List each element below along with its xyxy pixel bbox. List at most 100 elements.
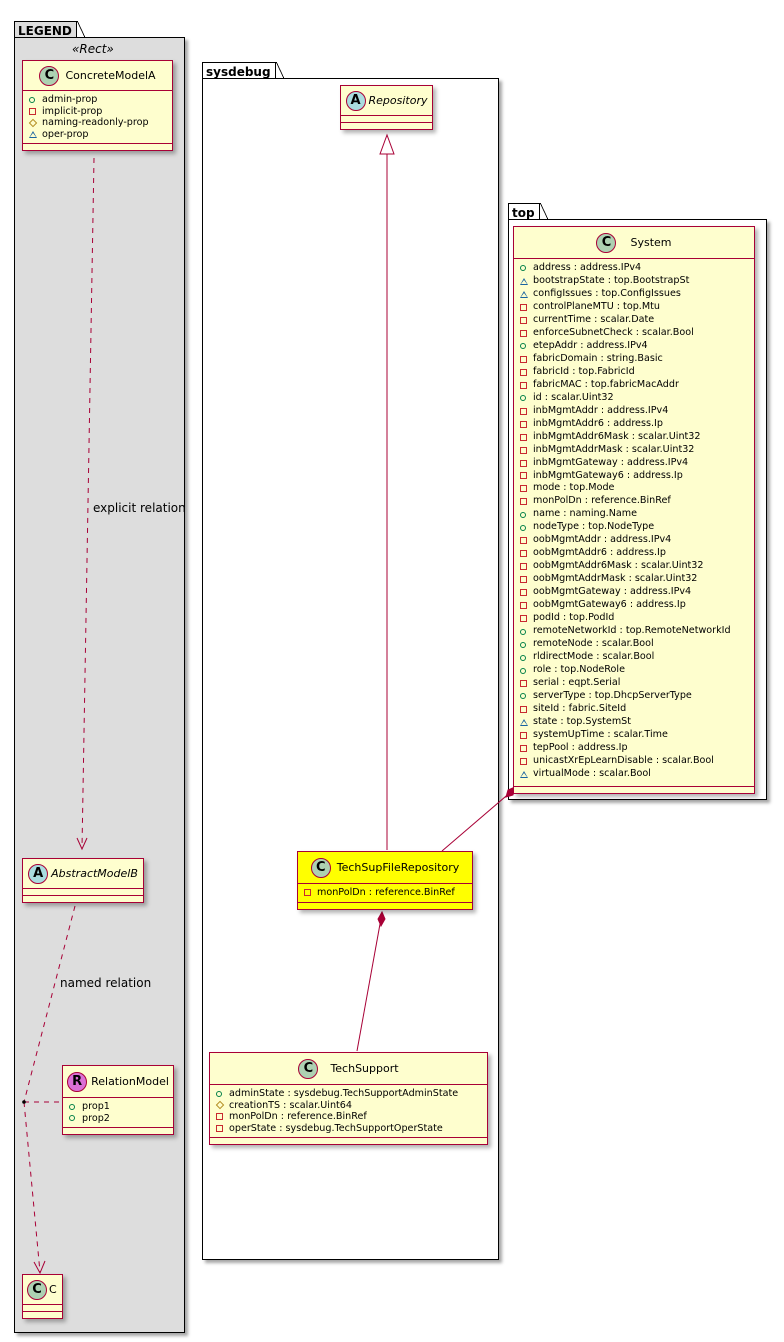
class-c[interactable]: C C bbox=[22, 1274, 63, 1319]
private-visibility-icon bbox=[216, 1125, 226, 1133]
private-visibility-icon bbox=[520, 537, 530, 545]
method-list bbox=[341, 123, 432, 129]
attribute: remoteNode : scalar.Bool bbox=[520, 638, 748, 651]
attribute: oobMgmtAddr6 : address.Ip bbox=[520, 547, 748, 560]
attribute: oobMgmtGateway6 : address.Ip bbox=[520, 599, 748, 612]
attribute: remoteNetworkId : top.RemoteNetworkId bbox=[520, 625, 748, 638]
private-visibility-icon bbox=[520, 355, 530, 363]
private-visibility-icon bbox=[520, 446, 530, 454]
private-visibility-icon bbox=[520, 498, 530, 506]
class-name: ConcreteModelA bbox=[65, 69, 156, 82]
package-visibility-icon bbox=[520, 770, 530, 778]
private-visibility-icon bbox=[520, 705, 530, 713]
class-name: TechSupFileRepository bbox=[336, 861, 460, 874]
class-name: C bbox=[49, 1283, 57, 1296]
attribute: oper-prop bbox=[29, 129, 166, 141]
public-visibility-icon bbox=[520, 524, 530, 531]
private-visibility-icon bbox=[520, 407, 530, 415]
private-visibility-icon bbox=[520, 485, 530, 493]
attribute: adminState : sysdebug.TechSupportAdminSt… bbox=[216, 1088, 481, 1100]
attribute: etepAddr : address.IPv4 bbox=[520, 340, 748, 353]
attribute: enforceSubnetCheck : scalar.Bool bbox=[520, 327, 748, 340]
private-visibility-icon bbox=[520, 757, 530, 765]
attribute: serverType : top.DhcpServerType bbox=[520, 690, 748, 703]
class-glyph-icon: C bbox=[298, 1058, 319, 1079]
private-visibility-icon bbox=[520, 329, 530, 337]
class-concrete-model-a[interactable]: C ConcreteModelA admin-prop implicit-pro… bbox=[22, 60, 173, 152]
public-visibility-icon bbox=[520, 654, 530, 661]
attribute: oobMgmtAddr : address.IPv4 bbox=[520, 534, 748, 547]
top-package-tab: top bbox=[508, 203, 548, 220]
public-visibility-icon bbox=[69, 1115, 79, 1122]
attribute: fabricDomain : string.Basic bbox=[520, 353, 748, 366]
private-visibility-icon bbox=[520, 433, 530, 441]
private-visibility-icon bbox=[304, 889, 314, 897]
named-relation-label: named relation bbox=[60, 976, 152, 990]
class-name: AbstractModelB bbox=[51, 867, 138, 880]
class-abstract-model-b[interactable]: A AbstractModelB bbox=[22, 858, 144, 903]
method-list bbox=[210, 1138, 487, 1144]
attribute: monPolDn : reference.BinRef bbox=[520, 495, 748, 508]
attribute: oobMgmtAddr6Mask : scalar.Uint32 bbox=[520, 560, 748, 573]
attribute: fabricId : top.FabricId bbox=[520, 366, 748, 379]
attribute: inbMgmtGateway : address.IPv4 bbox=[520, 457, 748, 470]
package-visibility-icon bbox=[29, 131, 39, 139]
class-repository[interactable]: A Repository bbox=[340, 85, 433, 130]
class-glyph-icon: C bbox=[39, 65, 60, 86]
attribute: fabricMAC : top.fabricMacAddr bbox=[520, 379, 748, 392]
method-list bbox=[23, 144, 172, 150]
attribute: naming-readonly-prop bbox=[28, 117, 166, 129]
class-techsupfilerepository[interactable]: C TechSupFileRepository monPolDn : refer… bbox=[297, 851, 473, 910]
private-visibility-icon bbox=[520, 381, 530, 389]
attribute: virtualMode : scalar.Bool bbox=[520, 768, 748, 781]
top-package-name: top bbox=[512, 206, 535, 220]
public-visibility-icon bbox=[520, 667, 530, 674]
attribute: state : top.SystemSt bbox=[520, 716, 748, 729]
attribute: inbMgmtAddr6Mask : scalar.Uint32 bbox=[520, 431, 748, 444]
class-header: C TechSupport bbox=[210, 1053, 487, 1085]
method-list bbox=[23, 896, 143, 902]
relation-glyph-icon: R bbox=[67, 1071, 88, 1092]
private-visibility-icon bbox=[520, 576, 530, 584]
class-header: C C bbox=[23, 1275, 62, 1305]
attribute: prop1 bbox=[69, 1101, 167, 1113]
attribute: serial : eqpt.Serial bbox=[520, 677, 748, 690]
attribute: operState : sysdebug.TechSupportOperStat… bbox=[216, 1123, 481, 1135]
attribute: monPolDn : reference.BinRef bbox=[216, 1111, 481, 1123]
attribute: implicit-prop bbox=[29, 106, 166, 118]
attribute: podId : top.PodId bbox=[520, 612, 748, 625]
private-visibility-icon bbox=[520, 472, 530, 480]
private-visibility-icon bbox=[29, 107, 39, 115]
class-techsupport[interactable]: C TechSupport adminState : sysdebug.Tech… bbox=[209, 1052, 488, 1146]
public-visibility-icon bbox=[520, 343, 530, 350]
sysdebug-package-tab: sysdebug bbox=[202, 62, 284, 79]
private-visibility-icon bbox=[520, 368, 530, 376]
method-list bbox=[514, 787, 754, 793]
class-header: A AbstractModelB bbox=[23, 859, 143, 889]
package-visibility-icon bbox=[520, 718, 530, 726]
attribute-list: admin-prop implicit-prop naming-readonly… bbox=[23, 91, 172, 145]
attribute: tepPool : address.Ip bbox=[520, 742, 748, 755]
private-visibility-icon bbox=[520, 589, 530, 597]
private-visibility-icon bbox=[520, 550, 530, 558]
legend-package-tab: LEGEND bbox=[14, 21, 85, 38]
public-visibility-icon bbox=[520, 628, 530, 635]
explicit-relation-label: explicit relation bbox=[93, 501, 186, 515]
attribute: prop2 bbox=[69, 1113, 167, 1125]
attribute: monPolDn : reference.BinRef bbox=[304, 887, 466, 899]
attribute: mode : top.Mode bbox=[520, 482, 748, 495]
private-visibility-icon bbox=[520, 679, 530, 687]
public-visibility-icon bbox=[216, 1090, 226, 1097]
attribute-list bbox=[23, 889, 143, 896]
method-list bbox=[298, 903, 472, 909]
class-header: C TechSupFileRepository bbox=[298, 852, 472, 884]
private-visibility-icon bbox=[520, 303, 530, 311]
class-glyph-icon: C bbox=[596, 232, 617, 253]
protected-visibility-icon bbox=[28, 118, 39, 128]
public-visibility-icon bbox=[29, 96, 39, 103]
attribute-list: adminState : sysdebug.TechSupportAdminSt… bbox=[210, 1085, 487, 1139]
class-relation-model[interactable]: R RelationModel prop1 prop2 bbox=[62, 1065, 174, 1136]
attribute: rldirectMode : scalar.Bool bbox=[520, 651, 748, 664]
